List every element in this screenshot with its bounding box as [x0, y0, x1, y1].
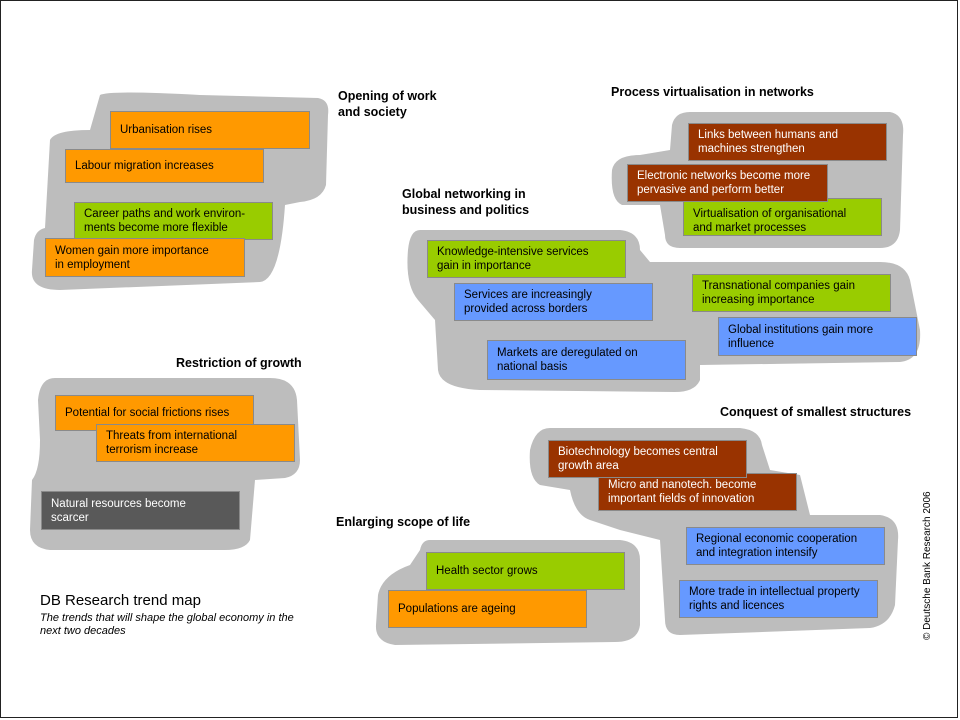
- trend-box: Transnational companies gain increasing …: [692, 274, 891, 312]
- heading-global-networking: Global networking in business and politi…: [402, 187, 530, 217]
- trend-box: Career paths and work environ- ments bec…: [74, 202, 273, 240]
- diagram-title: DB Research trend map: [40, 592, 201, 609]
- heading-conquest-of-structures: Conquest of smallest structures: [720, 405, 912, 419]
- trend-box: Populations are ageing: [388, 590, 587, 628]
- heading-enlarging-scope: Enlarging scope of life: [336, 515, 471, 529]
- trend-box: Urbanisation rises: [110, 111, 310, 149]
- trend-box: Natural resources become scarcer: [41, 491, 240, 530]
- trend-box: Links between humans and machines streng…: [688, 123, 887, 161]
- trend-box: Labour migration increases: [65, 149, 264, 183]
- trend-box: Global institutions gain more influence: [718, 317, 917, 356]
- trend-box: Women gain more importance in employment: [45, 238, 245, 277]
- trend-box: Micro and nanotech. become important fie…: [598, 473, 797, 511]
- trend-box: Threats from international terrorism inc…: [96, 424, 295, 462]
- trend-box: Services are increasingly provided acros…: [454, 283, 653, 321]
- trend-box: Markets are deregulated on national basi…: [487, 340, 686, 380]
- diagram-subtitle: The trends that will shape the global ec…: [40, 612, 294, 637]
- trend-box: Health sector grows: [426, 552, 625, 590]
- trend-box: More trade in intellectual property righ…: [679, 580, 878, 618]
- heading-restriction-of-growth: Restriction of growth: [176, 356, 302, 370]
- trend-box: Virtualisation of organisational and mar…: [683, 198, 882, 236]
- heading-process-virtualisation: Process virtualisation in networks: [611, 85, 814, 99]
- copyright-notice: © Deutsche Bank Research 2006: [922, 491, 933, 640]
- trend-box: Knowledge-intensive services gain in imp…: [427, 240, 626, 278]
- heading-opening-of-work: Opening of work and society: [338, 89, 437, 119]
- trend-box: Electronic networks become more pervasiv…: [627, 164, 828, 202]
- trend-box: Biotechnology becomes central growth are…: [548, 440, 747, 478]
- trend-box: Regional economic cooperation and integr…: [686, 527, 885, 565]
